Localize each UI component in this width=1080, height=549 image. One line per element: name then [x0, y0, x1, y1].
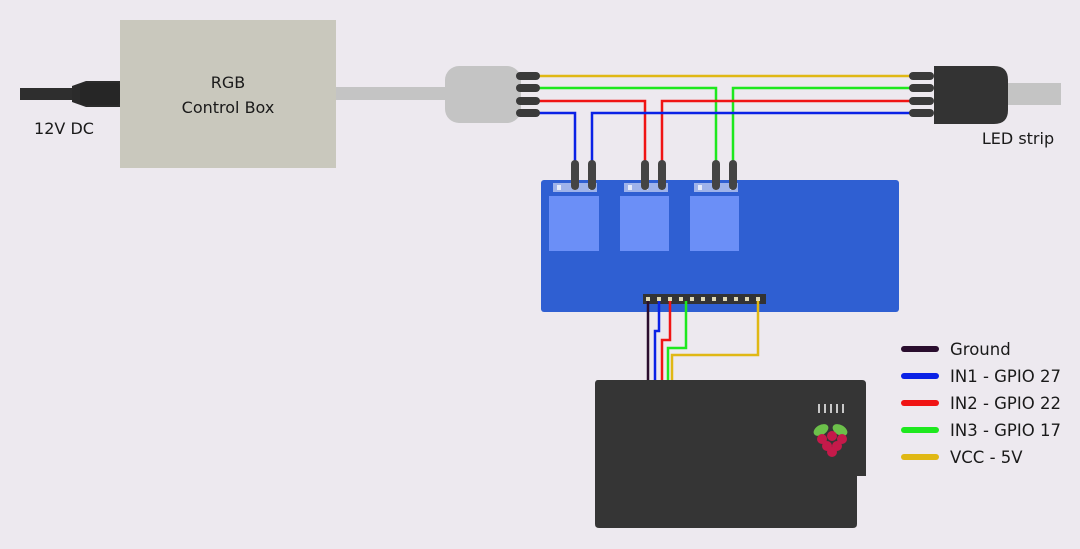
led-strip-label: LED strip [982, 129, 1054, 148]
relay-3 [690, 196, 739, 251]
legend-swatch-in2 [901, 400, 939, 406]
power-cable [20, 81, 120, 107]
relay-board [541, 180, 899, 312]
control-connector [445, 66, 521, 123]
led-strip-connector [934, 66, 1061, 124]
legend-label-in2: IN2 - GPIO 22 [950, 394, 1061, 413]
power-label: 12V DC [34, 119, 94, 138]
legend-swatch-in1 [901, 373, 939, 379]
relay-1 [549, 196, 599, 251]
control-box-subtitle: Control Box [182, 98, 275, 117]
legend-swatch-vcc [901, 454, 939, 460]
legend-label-in1: IN1 - GPIO 27 [950, 367, 1061, 386]
raspberry-pi [595, 380, 866, 528]
control-box-title: RGB [211, 73, 246, 92]
legend-label-in3: IN3 - GPIO 17 [950, 421, 1061, 440]
legend-label-vcc: VCC - 5V [950, 448, 1023, 467]
pi-wires [646, 301, 760, 380]
relay-2 [620, 196, 669, 251]
control-box: RGB Control Box [120, 20, 336, 168]
raspberry-logo [813, 424, 848, 457]
control-cable [336, 87, 456, 100]
legend-swatch-ground [901, 346, 939, 352]
wire-plugs [571, 160, 737, 190]
connector-pins-left [516, 72, 540, 117]
legend-label-ground: Ground [950, 340, 1011, 359]
bus-wires [538, 74, 914, 170]
connector-pins-right [909, 72, 934, 117]
legend-swatch-in3 [901, 427, 939, 433]
